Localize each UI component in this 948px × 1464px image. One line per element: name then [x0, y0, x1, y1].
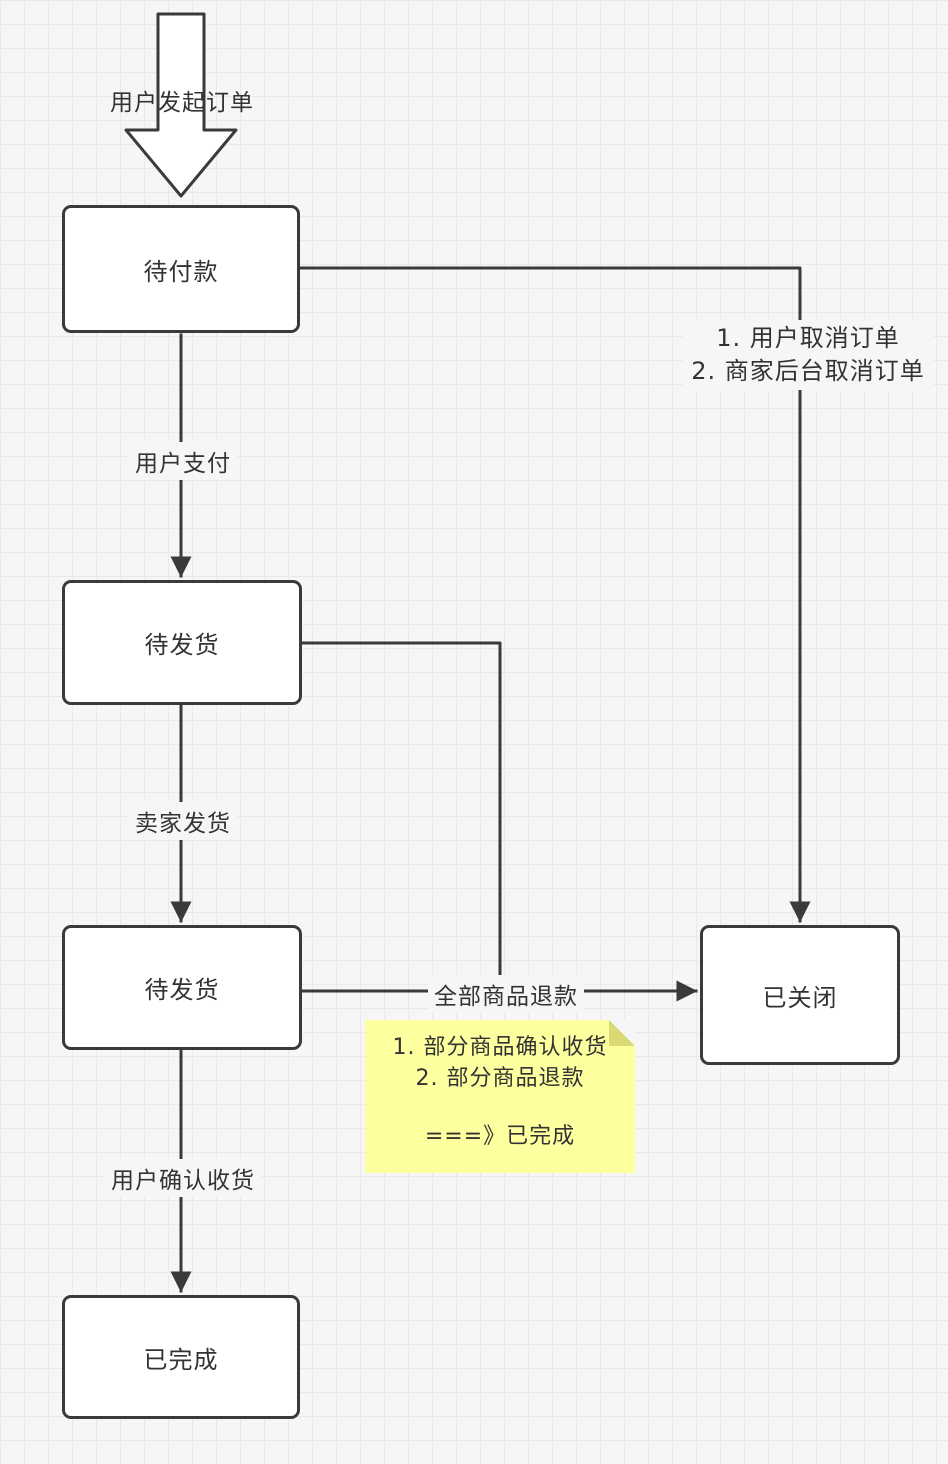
big-down-arrow-icon [124, 12, 238, 198]
node-completed: 已完成 [62, 1295, 300, 1419]
edge-cancel [298, 266, 811, 923]
node-pending-shipment: 待发货 [62, 580, 302, 705]
edge-label-cancel: 1. 用户取消订单 2. 商家后台取消订单 [683, 320, 933, 390]
note-line-2: 2. 部分商品退款 [415, 1066, 585, 1091]
cancel-line-2: 2. 商家后台取消订单 [691, 357, 925, 385]
sticky-note: 1. 部分商品确认收货 2. 部分商品退款 ===》已完成 [365, 1020, 635, 1173]
node-closed: 已关闭 [700, 925, 900, 1065]
edge-label-seller-ship: 卖家发货 [129, 802, 237, 840]
node-label: 待付款 [143, 257, 219, 286]
edge-label-order-start: 用户发起订单 [110, 90, 254, 116]
node-label: 已完成 [143, 1345, 219, 1374]
node-label: 已关闭 [762, 983, 838, 1012]
edge-label-user-confirm: 用户确认收货 [105, 1159, 261, 1197]
cancel-line-1: 1. 用户取消订单 [716, 324, 900, 352]
node-label: 待发货 [144, 631, 220, 659]
edge-refund-join [300, 641, 502, 993]
node-pending-payment: 待付款 [62, 205, 300, 333]
node-pending-receipt: 待发货 [62, 925, 302, 1050]
node-label: 待发货 [144, 976, 220, 1004]
folded-corner-icon [609, 1020, 635, 1046]
edge-label-user-pay: 用户支付 [129, 442, 237, 480]
edge-label-refund-all: 全部商品退款 [428, 975, 584, 1013]
note-line-1: 1. 部分商品确认收货 [392, 1035, 608, 1060]
note-line-3: ===》已完成 [424, 1124, 576, 1149]
